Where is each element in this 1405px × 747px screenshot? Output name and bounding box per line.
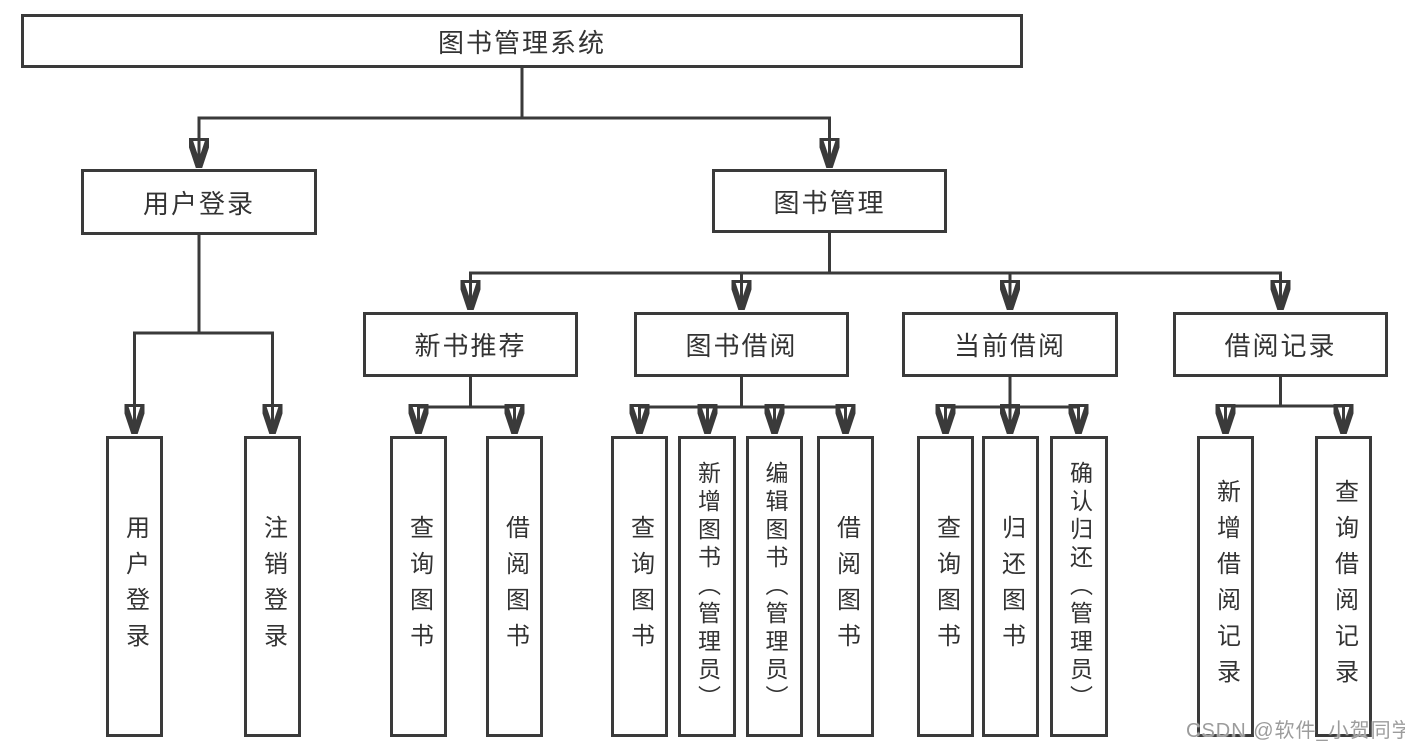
node-leaf-newbook-query-label: 查询图书 (405, 514, 433, 659)
node-leaf-logout: 注销登录 (244, 436, 301, 737)
node-leaf-newbook-query: 查询图书 (390, 436, 447, 737)
node-new-book-recommend: 新书推荐 (363, 312, 578, 377)
node-borrowing-records: 借阅记录 (1173, 312, 1388, 377)
node-leaf-borrow-query: 查询图书 (611, 436, 668, 737)
node-leaf-borrow-borrow-label: 借阅图书 (832, 514, 860, 659)
node-leaf-current-return: 归还图书 (982, 436, 1039, 737)
node-leaf-record-query-label: 查询借阅记录 (1330, 478, 1358, 695)
connectors-root (199, 68, 830, 164)
node-borrowing-records-label: 借阅记录 (1224, 331, 1337, 361)
node-book-management-label: 图书管理 (773, 187, 886, 218)
node-current-borrowing: 当前借阅 (902, 312, 1118, 377)
node-leaf-borrow-edit: 编辑图书（管理员） (746, 436, 803, 737)
node-leaf-borrow-add-label: 新增图书（管理员） (694, 460, 721, 713)
connectors-current-borrowing (946, 377, 1079, 430)
node-leaf-current-confirm-label: 确认归还（管理员） (1066, 460, 1093, 713)
node-leaf-current-return-label: 归还图书 (997, 514, 1025, 659)
node-leaf-current-query: 查询图书 (917, 436, 974, 737)
node-leaf-current-query-label: 查询图书 (932, 514, 960, 659)
node-user-login-label: 用户登录 (142, 188, 255, 219)
node-leaf-record-query: 查询借阅记录 (1315, 436, 1372, 737)
connectors-book-borrowing (640, 377, 846, 430)
node-book-management: 图书管理 (712, 169, 947, 233)
node-leaf-current-confirm: 确认归还（管理员） (1050, 436, 1108, 737)
node-leaf-logout-label: 注销登录 (259, 514, 287, 659)
node-root-label: 图书管理系统 (437, 27, 606, 58)
watermark: CSDN @软件_小贺同学 (1186, 720, 1405, 742)
node-leaf-record-add-label: 新增借阅记录 (1212, 478, 1240, 695)
node-leaf-borrow-borrow: 借阅图书 (817, 436, 874, 737)
node-leaf-user-login-label: 用户登录 (121, 514, 149, 659)
connectors-new-book (419, 377, 515, 430)
connectors-user-login (135, 235, 273, 430)
node-leaf-borrow-add: 新增图书（管理员） (678, 436, 736, 737)
node-current-borrowing-label: 当前借阅 (953, 331, 1066, 361)
connectors-book-management (471, 233, 1281, 306)
connectors-borrowing-records (1226, 377, 1344, 430)
node-leaf-record-add: 新增借阅记录 (1197, 436, 1254, 737)
node-leaf-newbook-borrow-label: 借阅图书 (501, 514, 529, 659)
node-book-borrowing-label: 图书借阅 (685, 331, 798, 361)
node-new-book-recommend-label: 新书推荐 (414, 331, 527, 361)
node-leaf-borrow-edit-label: 编辑图书（管理员） (762, 460, 788, 713)
node-leaf-newbook-borrow: 借阅图书 (486, 436, 543, 737)
node-leaf-user-login: 用户登录 (106, 436, 163, 737)
node-leaf-borrow-query-label: 查询图书 (626, 514, 654, 659)
node-book-borrowing: 图书借阅 (634, 312, 849, 377)
node-user-login: 用户登录 (81, 169, 317, 235)
node-root: 图书管理系统 (21, 14, 1023, 68)
